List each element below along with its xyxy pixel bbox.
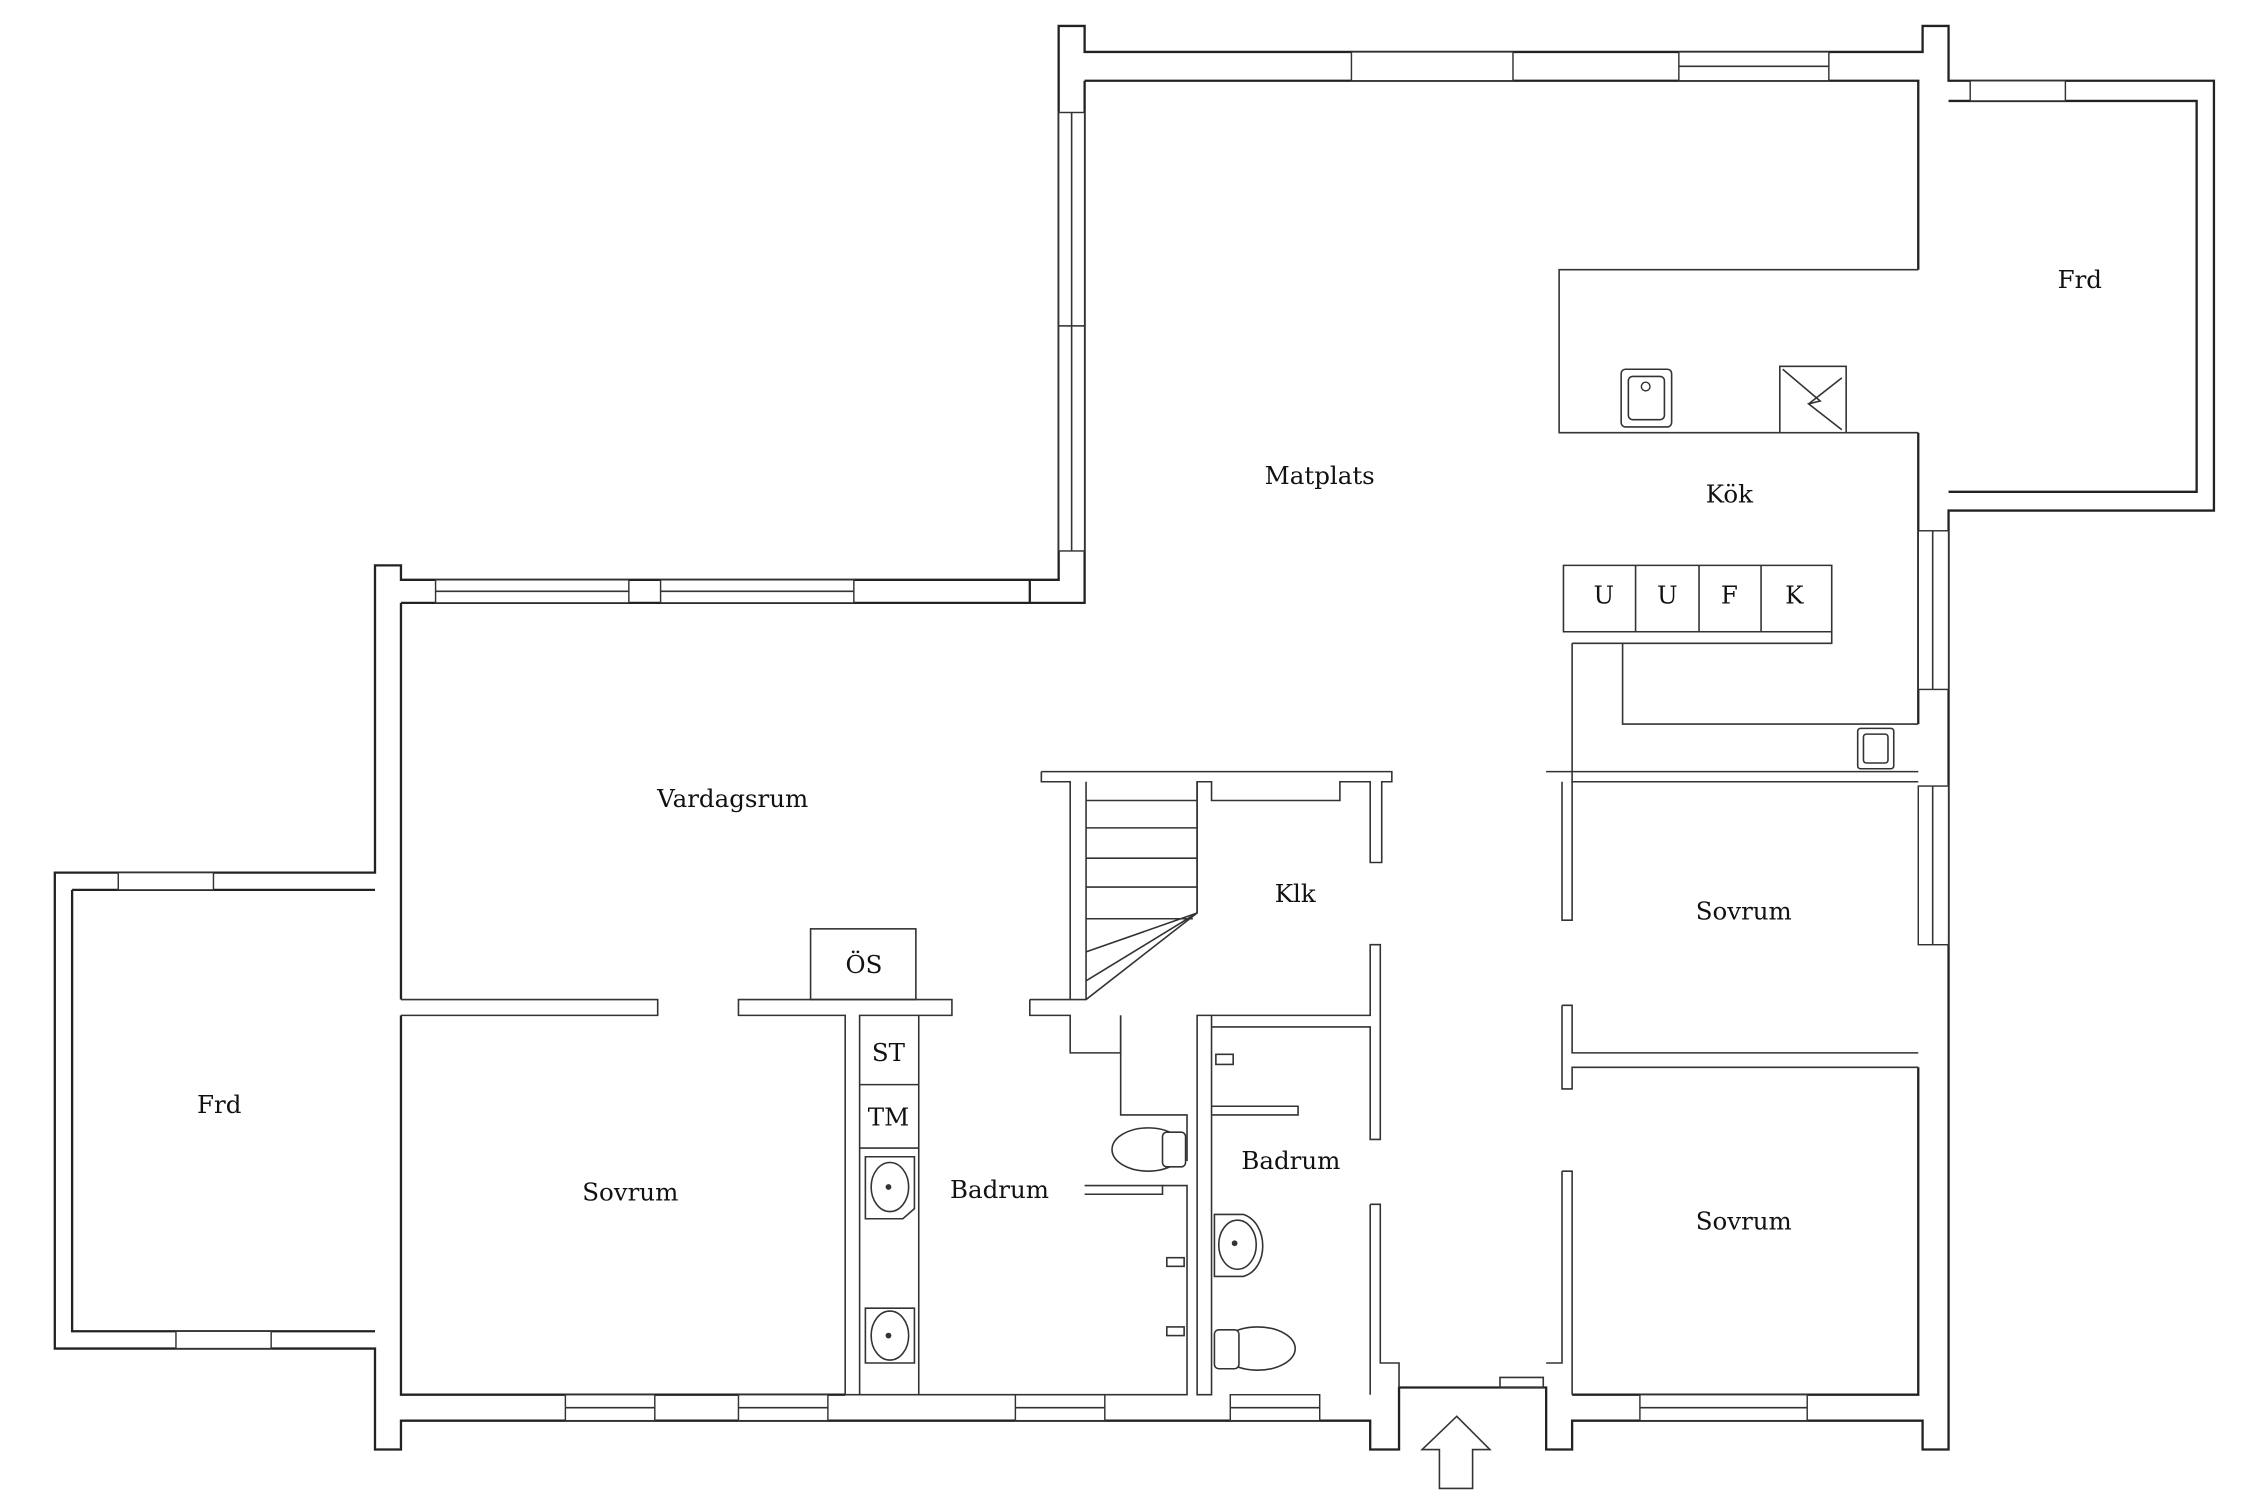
fixtures (864, 365, 1895, 1371)
interior-walls (400, 268, 1919, 1396)
appliance-labels: U U F K ÖS ST TM (846, 581, 1805, 1132)
room-labels: Matplats Kök Frd Frd Vardagsrum Klk Sovr… (197, 265, 2102, 1236)
appliance-label-os: ÖS (846, 950, 883, 979)
windows (117, 51, 2067, 1422)
room-label-badrum-right: Badrum (1241, 1146, 1340, 1175)
appliance-label-tm: TM (868, 1103, 909, 1132)
washbasin-icon (864, 1155, 916, 1220)
room-label-badrum-left: Badrum (950, 1175, 1049, 1204)
washbasin-icon (864, 1307, 916, 1364)
washbasin-icon (1213, 1213, 1264, 1278)
toilet-icon (1213, 1326, 1296, 1371)
room-label-vardagsrum: Vardagsrum (656, 784, 808, 813)
room-label-sovrum-right-top: Sovrum (1696, 896, 1792, 925)
appliance-label-st: ST (872, 1038, 906, 1067)
room-label-frd-left: Frd (197, 1090, 241, 1119)
room-label-sovrum-left: Sovrum (582, 1178, 678, 1207)
appliance-label-k: K (1785, 581, 1804, 610)
sink-icon (1620, 368, 1673, 428)
room-label-klk: Klk (1275, 879, 1317, 908)
appliance-label-u1: U (1594, 581, 1615, 610)
sink-icon (1856, 727, 1895, 770)
room-label-frd-right: Frd (2058, 265, 2102, 294)
room-label-kok: Kök (1706, 480, 1754, 509)
appliance-label-f: F (1721, 581, 1738, 610)
appliance-label-u2: U (1657, 581, 1678, 610)
room-label-matplats: Matplats (1265, 461, 1375, 490)
toilet-icon (1111, 1127, 1187, 1172)
arrow-up-icon (1420, 1415, 1492, 1490)
room-label-sovrum-right-bottom: Sovrum (1696, 1207, 1792, 1236)
stove-icon (1779, 365, 1847, 434)
